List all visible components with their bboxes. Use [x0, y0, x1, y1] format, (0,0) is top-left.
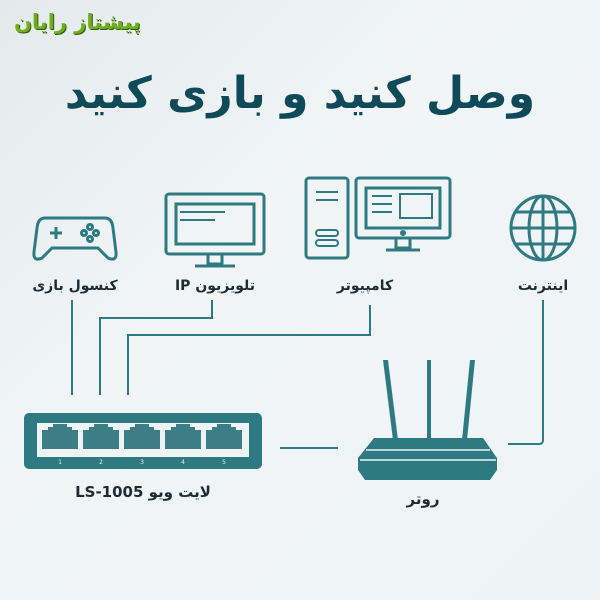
switch-label: لایت ویو LS-1005: [75, 483, 211, 501]
ethernet-port: [42, 424, 78, 449]
brand-logo: پیشتاز رایان: [14, 10, 141, 34]
ethernet-port: [165, 424, 201, 449]
computer-cable: [127, 305, 371, 395]
port-number: 5: [222, 459, 226, 466]
computer-icon: [304, 176, 452, 260]
switch-icon: [24, 413, 262, 469]
tv-cable: [99, 300, 213, 395]
ethernet-port: [124, 424, 160, 449]
port-number: 1: [58, 459, 62, 466]
tv-label: تلویزیون IP: [174, 278, 256, 294]
port-number: 4: [181, 459, 185, 466]
router-icon: [358, 360, 497, 480]
ethernet-port: [206, 424, 242, 449]
internet-cable: [508, 300, 544, 445]
console-label: کنسول بازی: [32, 278, 118, 294]
computer-label: کامپیوتر: [336, 278, 394, 294]
router-label: روتر: [406, 490, 440, 508]
port-number: 3: [140, 459, 144, 466]
gamepad-icon: [32, 216, 118, 261]
internet-label: اینترنت: [517, 278, 569, 294]
port-number: 2: [99, 459, 103, 466]
ethernet-port: [83, 424, 119, 449]
page-title: وصل کنید و بازی کنید: [64, 68, 536, 119]
globe-icon: [509, 194, 577, 262]
tv-icon: [164, 192, 266, 268]
